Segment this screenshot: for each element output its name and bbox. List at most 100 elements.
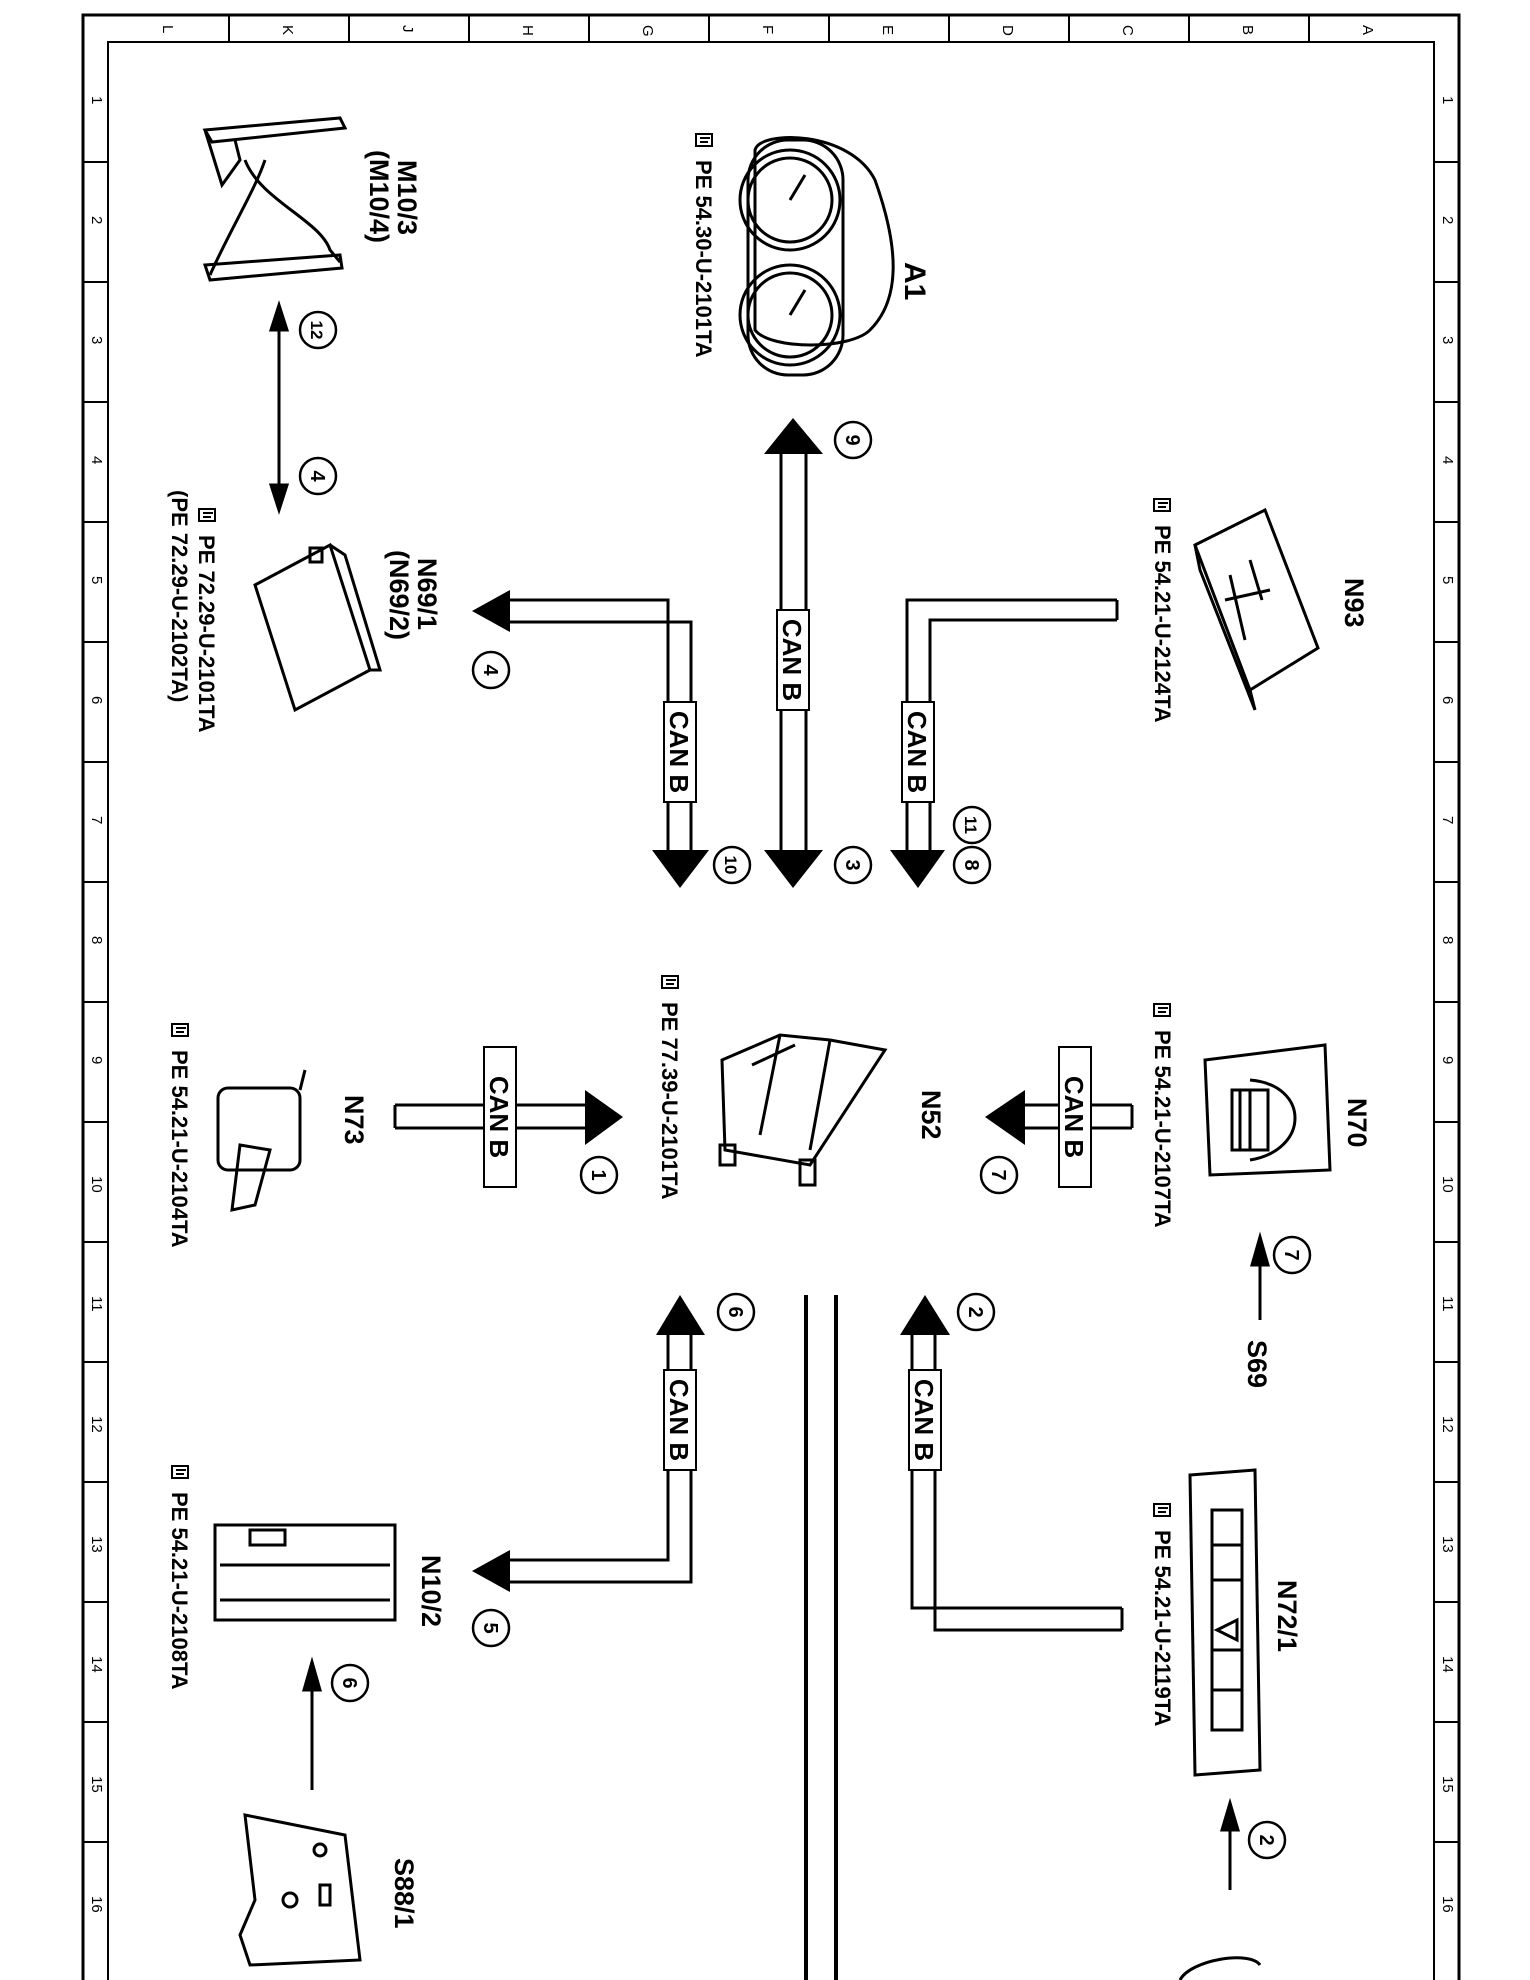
can-b-label: CAN B — [909, 1379, 939, 1461]
can-bus-lines — [393, 418, 1134, 1632]
svg-text:2: 2 — [964, 1306, 986, 1317]
n72-1-switch-panel-icon — [1188, 1468, 1262, 1777]
column-label: J — [399, 25, 416, 33]
svg-text:6: 6 — [724, 1306, 746, 1317]
component-drawings — [202, 116, 1332, 1980]
callout-11: 11 — [952, 805, 992, 845]
row-label: 13 — [88, 1536, 105, 1553]
callout-2: 2 — [1247, 1820, 1287, 1860]
n93-label: N93 — [1339, 578, 1369, 628]
row-label: 4 — [1439, 456, 1456, 464]
pointer-hand-icon — [171, 1465, 189, 1479]
column-label: E — [879, 25, 896, 35]
can-b-label: CAN B — [902, 711, 932, 793]
n72-1-ref: PE 54.21-U-2119TA — [1150, 1530, 1175, 1727]
callout-7: 7 — [979, 1155, 1019, 1195]
column-label: B — [1239, 25, 1256, 35]
pointer-hand-icon — [1153, 498, 1171, 512]
a1-ref: PE 54.30-U-2101TA — [691, 160, 716, 358]
n10-2-ref: PE 54.21-U-2108TA — [167, 1492, 192, 1690]
row-label: 9 — [88, 1056, 105, 1064]
can-b-label: CAN B — [664, 1379, 694, 1461]
n52-ref: PE 77.39-U-2101TA — [657, 1002, 682, 1200]
a1-label: A1 — [898, 262, 931, 300]
svg-text:11: 11 — [961, 816, 980, 834]
svg-text:7: 7 — [1280, 1249, 1302, 1260]
row-label: 7 — [88, 816, 105, 824]
row-label: 10 — [1439, 1176, 1456, 1193]
column-label: D — [999, 25, 1016, 36]
n72-1-label: N72/1 — [1272, 1580, 1302, 1652]
row-label: 15 — [88, 1776, 105, 1793]
svg-text:8: 8 — [960, 859, 982, 870]
row-label: 2 — [88, 216, 105, 224]
n69-1-label: N69/1 — [412, 558, 442, 630]
s69-label: S69 — [1242, 1340, 1272, 1388]
n73-ref: PE 54.21-U-2104TA — [167, 1050, 192, 1248]
n10-2-fuse-relay-box-icon — [213, 1523, 397, 1622]
n69-2-label: (N69/2) — [384, 550, 414, 640]
svg-text:4: 4 — [306, 470, 328, 482]
svg-text:5: 5 — [479, 1622, 501, 1633]
row-label: 8 — [1439, 936, 1456, 944]
pointer-hand-icon — [661, 975, 679, 989]
svg-text:12: 12 — [307, 321, 326, 340]
callout-3: 3 — [833, 845, 873, 885]
pointer-hand-icon — [1153, 1503, 1171, 1517]
svg-text:3: 3 — [841, 859, 863, 870]
row-label: 10 — [88, 1176, 105, 1193]
row-label: 2 — [1439, 216, 1456, 224]
svg-text:7: 7 — [987, 1169, 1009, 1180]
n69-1-ref: PE 72.29-U-2101TA — [194, 535, 219, 733]
row-label: 3 — [1439, 336, 1456, 344]
callout-2: 2 — [956, 1292, 996, 1332]
s69-stalk-icon — [1178, 1956, 1262, 1980]
can-b-label: CAN B — [484, 1076, 514, 1158]
signal-arrows — [268, 300, 1270, 1890]
row-label: 11 — [1439, 1296, 1456, 1312]
pointer-hand-icon — [171, 1023, 189, 1037]
callout-6: 6 — [330, 1663, 370, 1703]
callout-4: 4 — [298, 456, 338, 496]
row-label: 6 — [88, 696, 105, 704]
svg-text:2: 2 — [1255, 1834, 1277, 1845]
n93-module-icon — [1193, 507, 1320, 711]
svg-text:9: 9 — [841, 434, 863, 445]
row-label: 12 — [1439, 1416, 1456, 1433]
n70-ref: PE 54.21-U-2107TA — [1150, 1030, 1175, 1228]
callout-1: 1 — [579, 1155, 619, 1195]
column-label: C — [1119, 25, 1136, 36]
component-labels: A1 PE 54.30-U-2101TA M10/3 (M10/4) N69/1… — [167, 133, 1372, 1929]
can-b-labels: CAN B CAN B CAN B CAN B CAN B CAN B CAN … — [483, 609, 1092, 1471]
row-label: 15 — [1439, 1776, 1456, 1793]
can-b-label: CAN B — [1059, 1076, 1089, 1158]
n52-module-icon — [718, 1033, 888, 1187]
row-label: 4 — [88, 456, 105, 464]
row-label: 16 — [1439, 1896, 1456, 1913]
pointer-hand-icon — [198, 508, 216, 522]
n73-ignition-switch-icon — [216, 1069, 307, 1212]
s88-1-switch-icon — [238, 1813, 362, 1967]
column-label: K — [279, 25, 296, 35]
row-label: 5 — [1439, 576, 1456, 584]
callout-10: 10 — [712, 845, 752, 885]
svg-text:4: 4 — [479, 664, 501, 676]
row-label: 1 — [88, 96, 105, 104]
row-label: 14 — [88, 1656, 105, 1673]
callout-8: 8 — [952, 845, 992, 885]
row-label: 5 — [88, 576, 105, 584]
column-label: L — [159, 25, 176, 33]
svg-text:10: 10 — [721, 856, 740, 875]
callout-9: 9 — [833, 420, 873, 460]
callout-5: 5 — [471, 1608, 511, 1648]
s88-1-label: S88/1 — [389, 1858, 419, 1929]
a1-instrument-cluster-icon — [738, 136, 895, 377]
callout-4: 4 — [471, 650, 511, 690]
column-grid-ticks — [228, 15, 1310, 42]
column-label: H — [519, 25, 536, 36]
row-label: 16 — [88, 1896, 105, 1913]
n52-label: N52 — [916, 1090, 946, 1140]
